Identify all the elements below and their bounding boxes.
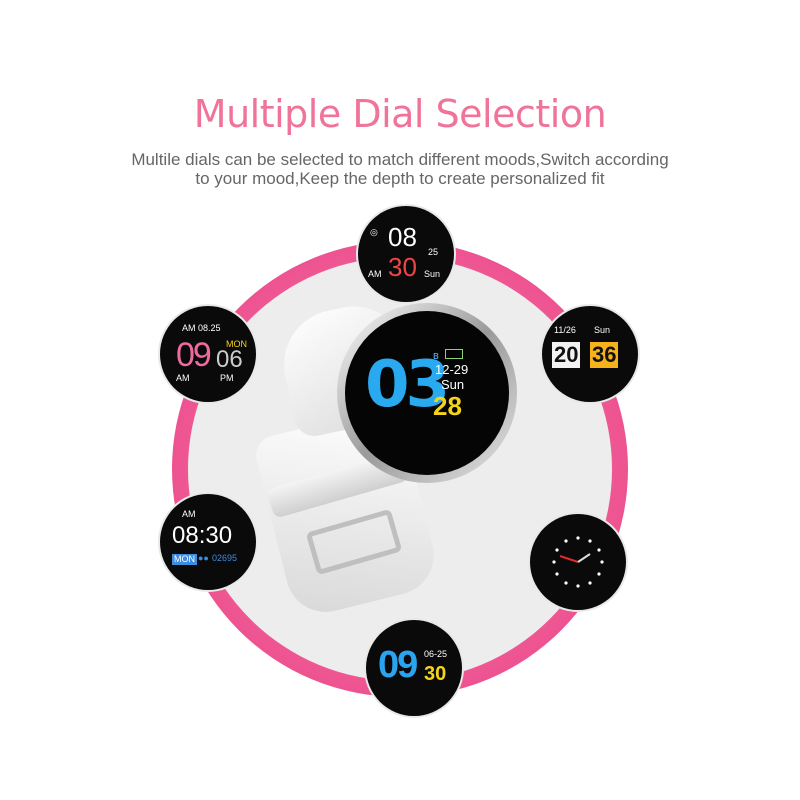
watch-hour: 03 [365,348,450,422]
battery-icon [445,349,463,359]
subtitle-line-1: Multile dials can be selected to match d… [131,150,669,169]
dial-bottom-right [530,514,626,610]
subtitle-line-2: to your mood,Keep the depth to create pe… [195,169,605,188]
dial-tr-day: Sun [594,325,611,335]
footsteps-icon: ●● [198,553,209,563]
dial-tl-minute: 06 [216,346,243,373]
watch-day: Sun [441,377,465,392]
dial-tr-date: 11/26 [554,325,576,335]
dial-top: 08 30 AM 25 Sun ◎ [358,206,454,302]
watch-date: 12-29 [435,362,469,377]
dial-bottom-date: 06-25 [424,649,448,659]
page-title: Multiple Dial Selection [193,92,607,136]
dial-bl-time: 08:30 [172,522,233,549]
dial-bottom-minute: 30 [424,663,447,685]
dial-top-minute: 30 [388,252,417,282]
dial-top-sec: 25 [428,247,439,257]
bluetooth-icon: ʙ [433,350,439,362]
dial-bl-am: AM [182,509,196,519]
watch-minute: 28 [433,391,462,421]
dial-tl-status: AM 08.25 [182,323,221,333]
alarm-icon: ◎ [370,227,378,237]
dial-top-day: Sun [424,269,441,279]
dial-tl-day: MON [226,339,247,349]
dial-top-am: AM [368,269,382,279]
dial-bottom: 09 06-25 30 [366,620,462,716]
dial-top-right: 11/26 Sun 20 36 [542,306,638,402]
dial-tl-hour: 09 [176,336,212,374]
dial-tr-minute: 36 [590,342,619,368]
dial-bl-steps: 02695 [212,553,238,563]
watch-face: 03 ʙ 12-29 Sun 28 [345,311,509,475]
dial-top-left: AM 08.25 09 06 MON AM PM [160,306,256,402]
dial-tl-pm: PM [220,373,234,383]
dial-top-hour: 08 [388,222,417,252]
dial-bl-day: MON [172,554,197,565]
dial-bottom-hour: 09 [378,644,418,686]
page-subtitle: Multile dials can be selected to match d… [0,150,800,188]
dial-tr-hour: 20 [552,342,581,368]
dial-bottom-left: AM 08:30 MON ●● 02695 [160,494,256,590]
dial-tl-am: AM [176,373,190,383]
analog-clock-face [552,536,604,588]
